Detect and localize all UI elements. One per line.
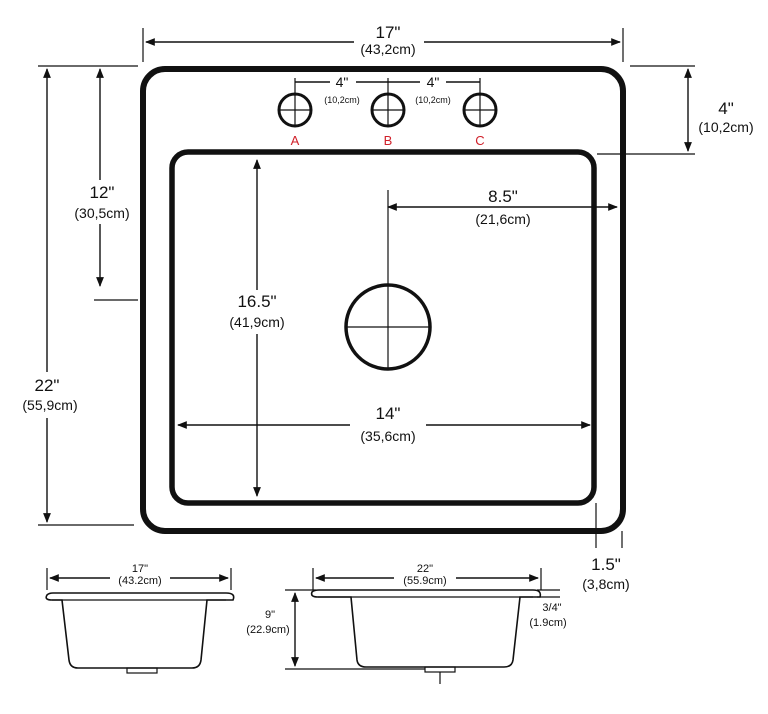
dim-bowl-width: 14" (35,6cm) [177, 403, 591, 445]
upper-offset-cm: (30,5cm) [74, 205, 129, 221]
rim-in: 1.5" [591, 555, 621, 574]
sink-outer-rim [140, 66, 626, 534]
dim-overall-width: 17" (43,2cm) [142, 23, 624, 62]
overall-height-in: 22" [35, 376, 60, 395]
top-view: A B C [140, 66, 626, 534]
overall-height-cm: (55,9cm) [22, 397, 77, 413]
long-depth-in: 9" [265, 609, 275, 621]
hole-spacing-2-in: 4" [427, 74, 440, 90]
long-width-in: 22" [417, 563, 433, 575]
drain-offset-in: 8.5" [488, 187, 518, 206]
dim-rim: 1.5" (3,8cm) [582, 503, 630, 592]
dim-upper-offset: 12" (30,5cm) [66, 68, 138, 301]
dim-drain-offset: 8.5" (21,6cm) [387, 187, 618, 227]
faucet-hole-b [370, 92, 406, 128]
drain-offset-cm: (21,6cm) [475, 211, 530, 227]
bowl-height-cm: (41,9cm) [229, 314, 284, 330]
short-width-cm: (43.2cm) [118, 575, 161, 587]
long-width-cm: (55.9cm) [403, 575, 446, 587]
short-sink-profile [45, 592, 235, 669]
overall-width-cm: (43,2cm) [360, 41, 415, 57]
short-drain-stub [126, 667, 158, 674]
hole-spacing-1-cm: (10,2cm) [324, 95, 360, 105]
bowl-width-cm: (35,6cm) [360, 428, 415, 444]
hole-label-a: A [291, 133, 300, 148]
overall-width-in: 17" [376, 23, 401, 42]
long-depth-cm: (22.9cm) [246, 624, 289, 636]
faucet-hole-a [277, 92, 313, 128]
side-view-short: 17" (43.2cm) [45, 562, 235, 674]
sink-bowl [169, 149, 597, 506]
dim-faucet-depth: 4" (10,2cm) [597, 65, 754, 155]
hole-spacing-1-in: 4" [336, 74, 349, 90]
upper-offset-in: 12" [90, 183, 115, 202]
dim-overall-height: 22" (55,9cm) [14, 65, 138, 526]
dim-bowl-height: 16.5" (41,9cm) [221, 159, 293, 497]
dim-hole-spacing: 4" (10,2cm) 4" (10,2cm) [294, 73, 481, 105]
bowl-width-in: 14" [376, 404, 401, 423]
faucet-depth-cm: (10,2cm) [698, 119, 753, 135]
hole-label-b: B [384, 133, 393, 148]
bowl-height-in: 16.5" [237, 292, 276, 311]
faucet-depth-in: 4" [718, 99, 734, 118]
long-rim-in: 3/4" [542, 602, 561, 614]
long-sink-profile [310, 589, 542, 668]
drain [344, 190, 432, 371]
short-width-in: 17" [132, 563, 148, 575]
hole-spacing-2-cm: (10,2cm) [415, 95, 451, 105]
faucet-hole-c [462, 92, 498, 128]
rim-cm: (3,8cm) [582, 576, 629, 592]
side-view-long: 22" (55.9cm) 9" (22.9cm) 3/4" (1.9cm) [246, 562, 567, 684]
hole-label-c: C [475, 133, 484, 148]
long-rim-cm: (1.9cm) [529, 617, 566, 629]
